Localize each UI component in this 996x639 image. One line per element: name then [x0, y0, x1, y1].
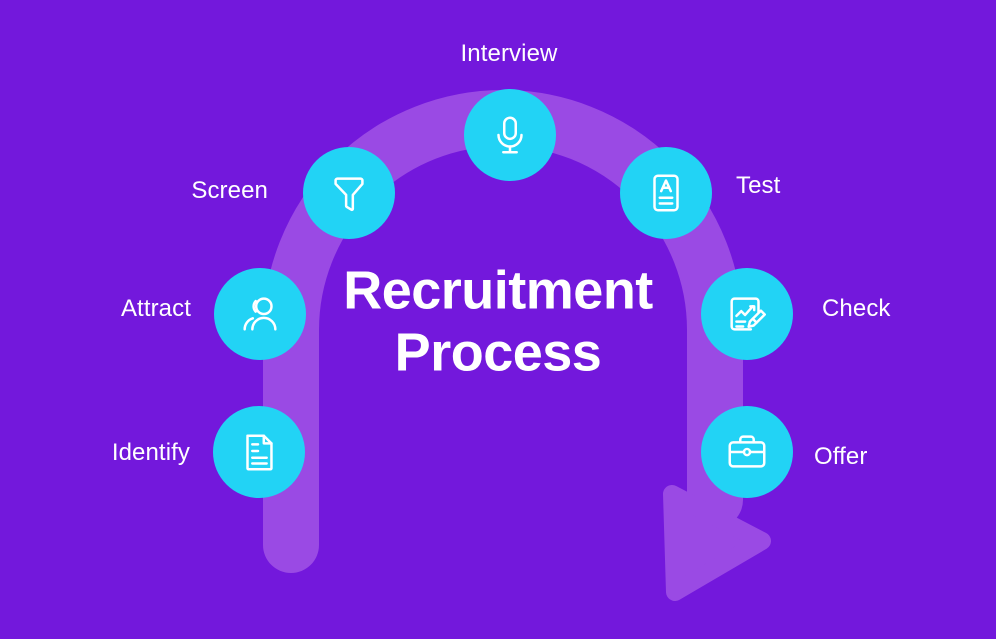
step-node-identify[interactable]	[213, 406, 305, 498]
test-paper-icon	[653, 174, 679, 212]
step-label-offer: Offer	[814, 443, 868, 470]
step-label-interview: Interview	[460, 40, 558, 67]
users-icon	[243, 297, 277, 331]
step-label-attract: Attract	[120, 295, 191, 322]
step-node-check[interactable]	[701, 268, 793, 360]
step-node-test[interactable]	[620, 147, 712, 239]
briefcase-icon	[728, 435, 766, 468]
clipboard-pencil-icon	[730, 297, 766, 331]
step-label-screen: Screen	[191, 177, 268, 204]
document-icon	[246, 434, 273, 471]
step-node-attract[interactable]	[214, 268, 306, 360]
step-node-offer[interactable]	[701, 406, 793, 498]
funnel-icon	[334, 177, 364, 212]
step-node-interview[interactable]	[464, 89, 556, 181]
step-label-identify: Identify	[111, 439, 190, 466]
step-label-check: Check	[822, 295, 891, 322]
microphone-icon	[497, 116, 523, 154]
step-node-screen[interactable]	[303, 147, 395, 239]
step-label-test: Test	[736, 172, 781, 199]
arc-arrowhead	[663, 485, 771, 601]
